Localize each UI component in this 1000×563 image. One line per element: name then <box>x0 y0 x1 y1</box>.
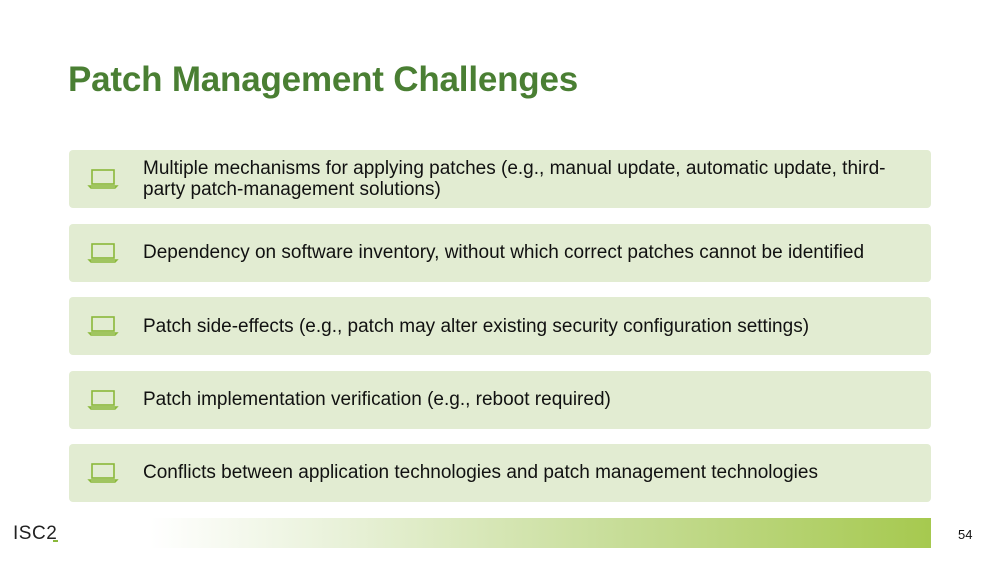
challenge-item: Patch implementation verification (e.g.,… <box>69 371 931 429</box>
laptop-icon <box>87 316 119 336</box>
logo-text: ISC <box>13 523 47 544</box>
laptop-icon <box>87 463 119 483</box>
challenge-item: Conflicts between application technologi… <box>69 444 931 502</box>
challenge-item: Patch side-effects (e.g., patch may alte… <box>69 297 931 355</box>
footer-gradient-bar <box>150 518 931 548</box>
challenge-text: Patch side-effects (e.g., patch may alte… <box>143 316 810 337</box>
challenge-text: Conflicts between application technologi… <box>143 462 818 483</box>
challenge-item: Dependency on software inventory, withou… <box>69 224 931 282</box>
isc2-logo: ISC2 <box>13 523 57 545</box>
laptop-icon <box>87 243 119 263</box>
challenge-text: Multiple mechanisms for applying patches… <box>143 158 886 200</box>
challenge-item: Multiple mechanisms for applying patches… <box>69 150 931 208</box>
logo-suffix: 2 <box>46 523 58 544</box>
page-number: 54 <box>958 527 973 542</box>
slide-title: Patch Management Challenges <box>68 60 579 99</box>
challenge-text: Dependency on software inventory, withou… <box>143 242 865 263</box>
laptop-icon <box>87 169 119 189</box>
laptop-icon <box>87 390 119 410</box>
challenge-text: Patch implementation verification (e.g.,… <box>143 389 611 410</box>
